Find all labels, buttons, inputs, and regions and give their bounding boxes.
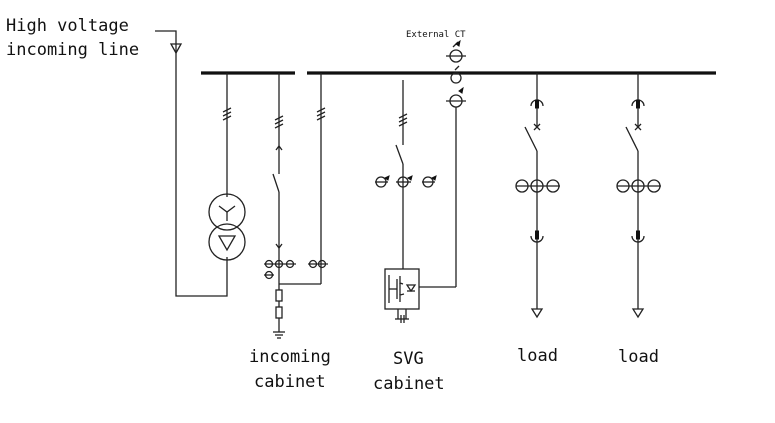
svg-cabinet: [375, 80, 437, 323]
incoming-cabinet: [264, 73, 296, 339]
load-arrow-icon: [631, 308, 645, 319]
incoming-cabinet-label-1: incoming: [249, 347, 331, 367]
transformer-feeder: [208, 73, 246, 261]
incoming-cabinet-label-2: cabinet: [254, 372, 326, 392]
current-transformer-icon: [264, 259, 296, 280]
breaker-x-icon: [634, 123, 642, 131]
load-feeder-2: [616, 73, 661, 319]
load-arrow-icon: [530, 308, 544, 319]
cable-tick-icon: [316, 107, 326, 121]
chevron-down-icon: [275, 243, 283, 250]
current-transformer-icon: [308, 259, 328, 269]
current-transformer-icon: [515, 179, 560, 193]
disconnect-switch-icon: [524, 126, 538, 152]
chevron-up-icon: [275, 144, 283, 151]
external-ct-label: External CT: [406, 30, 466, 40]
disconnect-switch-icon: [625, 126, 639, 152]
capacitor-icon: [395, 309, 409, 323]
current-transformer-icon: [616, 179, 661, 193]
transformer-icon: [208, 193, 246, 261]
incoming-line: [155, 30, 228, 297]
cable-tick-icon: [274, 115, 284, 129]
external-ct: [419, 39, 466, 288]
svg-converter-icon: [384, 268, 420, 310]
cable-tick-icon: [222, 107, 232, 121]
disconnect-switch-icon: [395, 144, 404, 165]
breaker-x-icon: [533, 123, 541, 131]
incoming-line-label-1: High voltage: [6, 16, 129, 36]
svg-cabinet-label-2: cabinet: [373, 374, 445, 394]
load-label-1: load: [517, 346, 558, 366]
load-feeder-1: [515, 73, 560, 319]
metering-branch: [279, 73, 328, 285]
current-transformer-icon: [454, 65, 460, 71]
load-label-2: load: [618, 347, 659, 367]
arrow-down-icon: [169, 43, 183, 55]
fuse-icon: [275, 306, 283, 319]
cable-tick-icon: [398, 113, 408, 127]
ground-icon: [273, 331, 285, 339]
disconnect-switch-icon: [272, 173, 280, 193]
incoming-line-label-2: incoming line: [6, 40, 139, 60]
current-transformer-icon: [375, 175, 437, 188]
svg-cabinet-label-1: SVG: [393, 349, 424, 369]
fuse-icon: [275, 289, 283, 302]
